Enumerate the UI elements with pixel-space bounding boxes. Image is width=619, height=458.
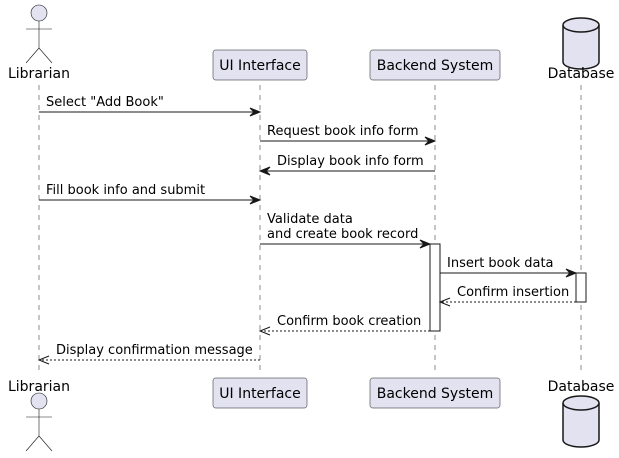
message-label: Insert book data (447, 256, 554, 271)
participant-box (369, 377, 501, 409)
arrowhead (424, 136, 437, 146)
message-label: Select "Add Book" (46, 95, 164, 110)
participant-label: Librarian (8, 66, 70, 82)
message-label: Display book info form (277, 154, 424, 169)
participant-librarian-top: Librarian (8, 4, 70, 82)
participant-ui-interface-bottom: UI Interface (212, 377, 308, 409)
activation-database (575, 272, 587, 303)
arrowhead (249, 107, 262, 117)
participant-backend-system-bottom: Backend System (369, 377, 501, 409)
message-2: Request book info form (260, 124, 437, 146)
participant-label: Database (548, 66, 615, 82)
participant-box (369, 49, 501, 81)
arrowhead (419, 239, 432, 249)
participant-box (212, 377, 308, 409)
actor-icon (25, 4, 53, 64)
arrowhead-open (438, 297, 451, 307)
participant-label: UI Interface (219, 386, 301, 402)
message-7: Confirm insertion (438, 285, 576, 307)
message-label: Confirm insertion (457, 285, 569, 300)
participant-label: Backend System (377, 58, 494, 74)
participant-database-bottom: Database (548, 379, 615, 448)
database-icon (562, 395, 600, 448)
message-4: Fill book info and submit (39, 183, 262, 205)
message-1: Select "Add Book" (39, 95, 262, 117)
participant-label: Librarian (8, 379, 70, 395)
arrowhead-open (258, 326, 271, 336)
message-label: Request book info form (267, 124, 419, 139)
activation-backend (429, 243, 441, 332)
messages: Select "Add Book" Request book info formD… (37, 95, 578, 365)
actor-icon (25, 392, 53, 452)
message-label: Confirm book creation (277, 314, 421, 329)
message-3: Display book info form (258, 154, 435, 176)
participant-database-top: Database (548, 17, 615, 82)
message-label: Validate data (267, 212, 353, 227)
message-label: and create book record (267, 227, 418, 242)
message-8: Confirm book creation (258, 314, 430, 336)
participant-label: Backend System (377, 386, 494, 402)
participant-heads-bottom: Librarian UI Interface Backend System Datab… (8, 377, 615, 452)
arrowhead (565, 268, 578, 278)
arrowhead-open (37, 355, 50, 365)
participant-label: Database (548, 379, 615, 395)
participant-label: UI Interface (219, 58, 301, 74)
participant-backend-system-top: Backend System (369, 49, 501, 81)
arrowhead (249, 195, 262, 205)
participant-box (212, 49, 308, 81)
arrowhead (258, 166, 271, 176)
message-label: Fill book info and submit (46, 183, 205, 198)
activation-bars (429, 243, 587, 332)
message-9: Display confirmation message (37, 343, 260, 365)
participant-librarian-bottom: Librarian (8, 379, 70, 452)
message-label: Display confirmation message (56, 343, 253, 358)
message-6: Insert book data (440, 256, 578, 278)
database-icon (562, 17, 600, 70)
participant-ui-interface-top: UI Interface (212, 49, 308, 81)
